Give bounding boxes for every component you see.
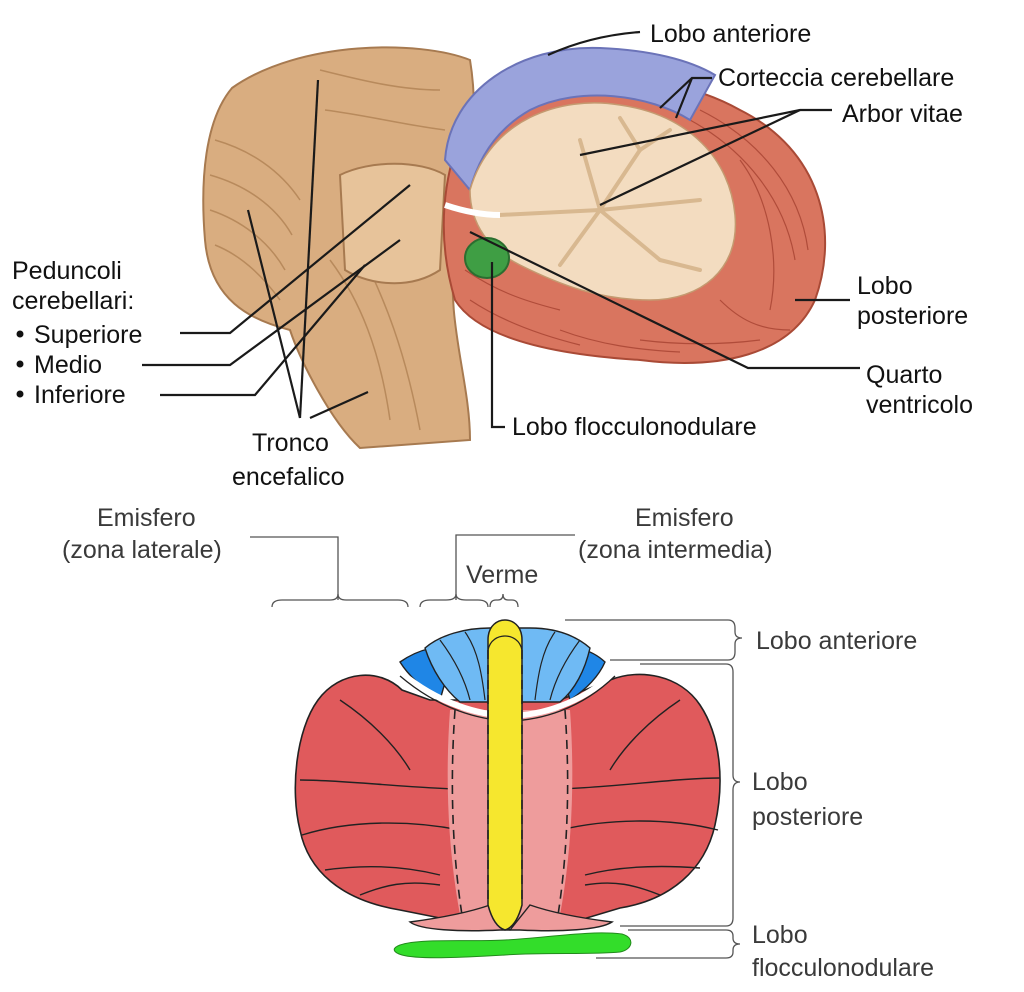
bullet-superiore — [16, 330, 24, 338]
anterior-lobe-shape — [443, 46, 717, 193]
label-emisfero-intermedia-2: (zona intermedia) — [578, 536, 773, 564]
label-arbor-vitae: Arbor vitae — [842, 100, 963, 128]
bottom-right-labels: Lobo anteriore Lobo posteriore Lobo floc… — [752, 627, 934, 982]
label-peduncoli-2: cerebellari: — [12, 287, 134, 315]
peduncles-shape — [338, 162, 447, 285]
label-emisfero-laterale-2: (zona laterale) — [62, 536, 222, 564]
label-inferiore: Inferiore — [34, 381, 126, 409]
label-quarto-ventricolo-1: Quarto — [866, 361, 942, 389]
bullet-medio — [16, 360, 24, 368]
intermediate-zone-left-dash — [451, 709, 463, 916]
flocculonodular-shape — [393, 932, 632, 959]
label-lobo-anteriore-bottom: Lobo anteriore — [756, 627, 917, 655]
label-lobo-floccu-bottom-1: Lobo — [752, 921, 808, 949]
label-verme: Verme — [466, 561, 538, 589]
label-peduncoli-1: Peduncoli — [12, 257, 122, 285]
bottom-zone-labels: Emisfero (zona laterale) Emisfero (zona … — [62, 504, 773, 589]
vermis-tip — [487, 635, 523, 651]
vermis-shape — [487, 619, 523, 931]
intermediate-zone-right-dash — [557, 709, 569, 916]
label-corteccia-cerebellare: Corteccia cerebellare — [718, 64, 954, 92]
brainstem-shape — [202, 46, 476, 450]
right-brackets — [565, 619, 743, 959]
label-lobo-posteriore-bottom-2: posteriore — [752, 803, 863, 831]
label-quarto-ventricolo-2: ventricolo — [866, 391, 973, 419]
label-medio: Medio — [34, 351, 102, 379]
label-emisfero-intermedia-1: Emisfero — [635, 504, 734, 532]
top-brackets — [250, 534, 575, 608]
flocculus-shape — [464, 237, 510, 279]
label-lobo-floccu-bottom-2: flocculonodulare — [752, 954, 934, 982]
label-lobo-anteriore-top: Lobo anteriore — [650, 20, 811, 48]
nodulus-wings — [408, 904, 614, 932]
label-tronco-1: Tronco — [252, 429, 329, 457]
label-lobo-posteriore-top-2: posteriore — [857, 302, 968, 330]
arbor-vitae-branches — [498, 116, 702, 272]
label-superiore: Superiore — [34, 321, 142, 349]
label-tronco-2: encefalico — [232, 463, 345, 491]
top-leader-lines — [142, 30, 860, 429]
sagittal-cerebellum-illustration — [202, 46, 827, 450]
label-emisfero-laterale-1: Emisfero — [97, 504, 196, 532]
arbor-vitae-region — [469, 102, 737, 301]
brainstem-striations — [209, 69, 446, 431]
label-lobo-flocculonodulare-top: Lobo flocculonodulare — [512, 413, 757, 441]
label-lobo-posteriore-top-1: Lobo — [857, 272, 913, 300]
bullet-inferiore — [16, 390, 24, 398]
anterior-folia — [439, 631, 581, 701]
top-labels: Lobo anteriore Corteccia cerebellare Arb… — [12, 20, 973, 491]
label-lobo-posteriore-bottom-1: Lobo — [752, 768, 808, 796]
fourth-ventricle-shape — [444, 202, 501, 218]
